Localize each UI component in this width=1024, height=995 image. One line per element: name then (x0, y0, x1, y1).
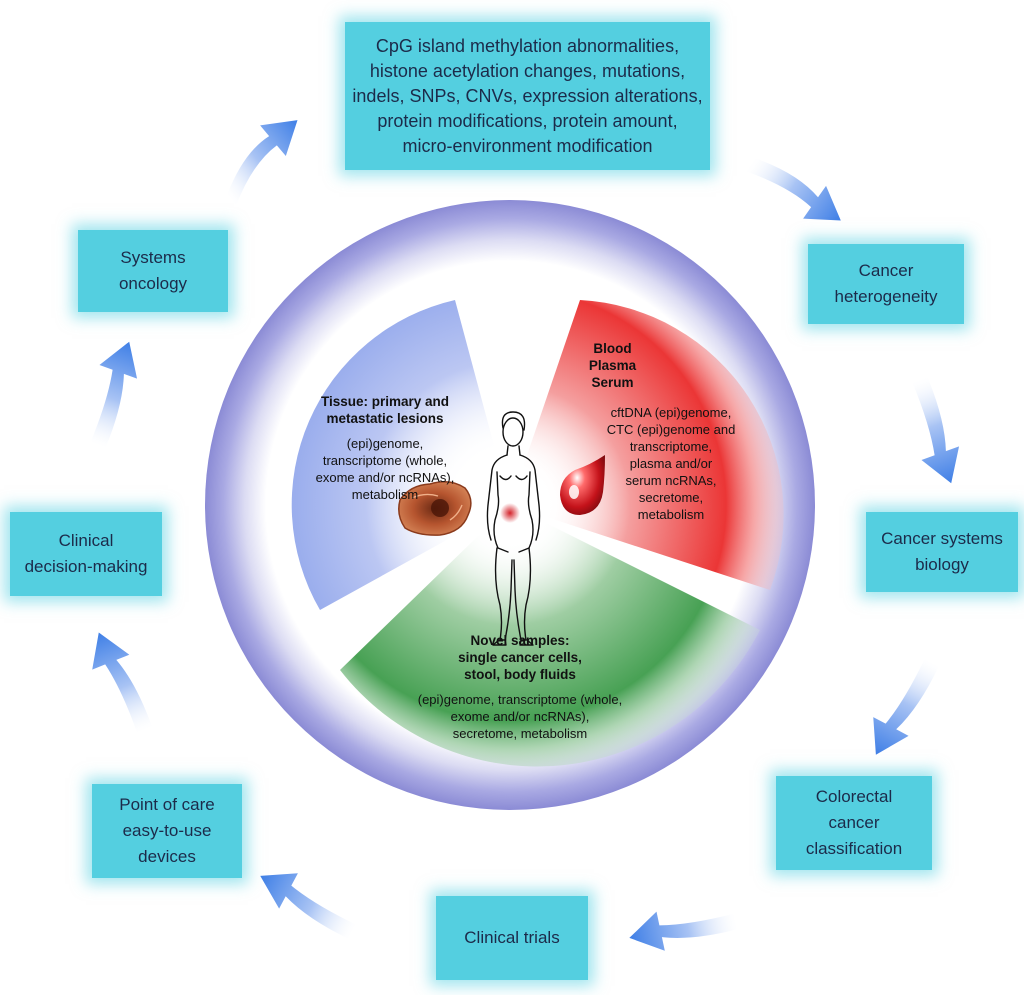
box-line: cancer (828, 813, 880, 832)
label-line: cftDNA (epi)genome, (610, 405, 732, 420)
novel-label: Novel samples: single cancer cells, stoo… (410, 632, 630, 742)
tissue-body: (epi)genome, transcriptome (whole, exome… (300, 435, 470, 503)
novel-heading: Novel samples: single cancer cells, stoo… (410, 632, 630, 683)
blood-heading: Blood Plasma Serum (575, 340, 650, 391)
box-line: Clinical (58, 531, 114, 550)
arrow-icon (92, 632, 153, 734)
label-line: serum ncRNAs, (625, 473, 717, 488)
clinical-decision-box: Clinical decision-making (10, 512, 162, 596)
arrow-icon (873, 658, 939, 755)
box-line: Clinical trials (464, 928, 560, 947)
label-line: metabolism (637, 507, 705, 522)
label-line: Blood (593, 341, 632, 356)
colorectal-classification-box: Colorectal cancer classification (776, 776, 932, 870)
tissue-heading: Tissue: primary and metastatic lesions (300, 393, 470, 427)
box-line: Systems (120, 248, 186, 267)
point-of-care-box: Point of care easy-to-use devices (92, 784, 242, 878)
label-line: Serum (591, 375, 634, 390)
box-line: oncology (118, 274, 188, 293)
woman-figure-icon (486, 411, 541, 646)
arrow-icon (912, 376, 960, 484)
tissue-sample-icon (398, 481, 472, 536)
blood-sector (510, 300, 784, 590)
tissue-sector (291, 300, 510, 610)
label-line: CTC (epi)genome and (606, 422, 736, 437)
label-line: secretome, (638, 490, 704, 505)
box-line: easy-to-use (122, 821, 212, 840)
label-line: secretome, metabolism (452, 726, 588, 741)
arrow-icon (90, 341, 138, 449)
clinical-trials-box: Clinical trials (436, 896, 588, 980)
box-line: protein modifications, protein amount, (377, 110, 678, 131)
label-line: Plasma (588, 358, 637, 373)
label-line: stool, body fluids (464, 667, 576, 682)
label-line: (epi)genome, transcriptome (whole, (417, 692, 623, 707)
box-line: Colorectal (815, 787, 893, 806)
box-line: Cancer systems (881, 529, 1003, 548)
novel-sector (340, 505, 760, 767)
novel-body: (epi)genome, transcriptome (whole, exome… (410, 691, 630, 742)
blood-drop-icon (560, 455, 605, 515)
box-line: Point of care (119, 795, 215, 814)
cycle-arrows (90, 120, 960, 951)
label-line: Tissue: primary and (320, 394, 450, 409)
box-line: decision-making (24, 557, 148, 576)
systems-oncology-box: Systems oncology (78, 230, 228, 312)
label-line: single cancer cells, (458, 650, 582, 665)
label-line: exome and/or ncRNAs), (315, 470, 455, 485)
box-line: histone acetylation changes, mutations, (369, 60, 686, 81)
molecular-alterations-box: CpG island methylation abnormalities, hi… (345, 22, 710, 170)
arrow-icon (629, 911, 738, 951)
tumor-spot (500, 503, 520, 523)
tissue-label: Tissue: primary and metastatic lesions (… (300, 393, 470, 503)
label-line: transcriptome, (629, 439, 713, 454)
arrow-icon (227, 120, 298, 206)
box-line: micro-environment modification (402, 135, 653, 156)
arrow-icon (745, 158, 841, 221)
box-line: classification (805, 839, 903, 858)
box-line: heterogeneity (834, 287, 938, 306)
label-line: plasma and/or (629, 456, 713, 471)
cancer-heterogeneity-box: Cancer heterogeneity (808, 244, 964, 324)
label-line: exome and/or ncRNAs), (450, 709, 590, 724)
box-line: biology (915, 555, 969, 574)
box-line: indels, SNPs, CNVs, expression alteratio… (352, 85, 703, 106)
label-line: Novel samples: (470, 633, 570, 648)
box-line: Cancer (858, 261, 914, 280)
arrow-icon (260, 873, 357, 939)
box-line: CpG island methylation abnormalities, (375, 35, 680, 56)
cancer-systems-biology-box: Cancer systems biology (866, 512, 1018, 592)
label-line: metabolism (351, 487, 419, 502)
label-line: transcriptome (whole, (322, 453, 448, 468)
box-line: devices (138, 847, 196, 866)
label-line: (epi)genome, (346, 436, 424, 451)
blood-body: cftDNA (epi)genome, CTC (epi)genome and … (596, 404, 746, 523)
label-line: metastatic lesions (326, 411, 444, 426)
